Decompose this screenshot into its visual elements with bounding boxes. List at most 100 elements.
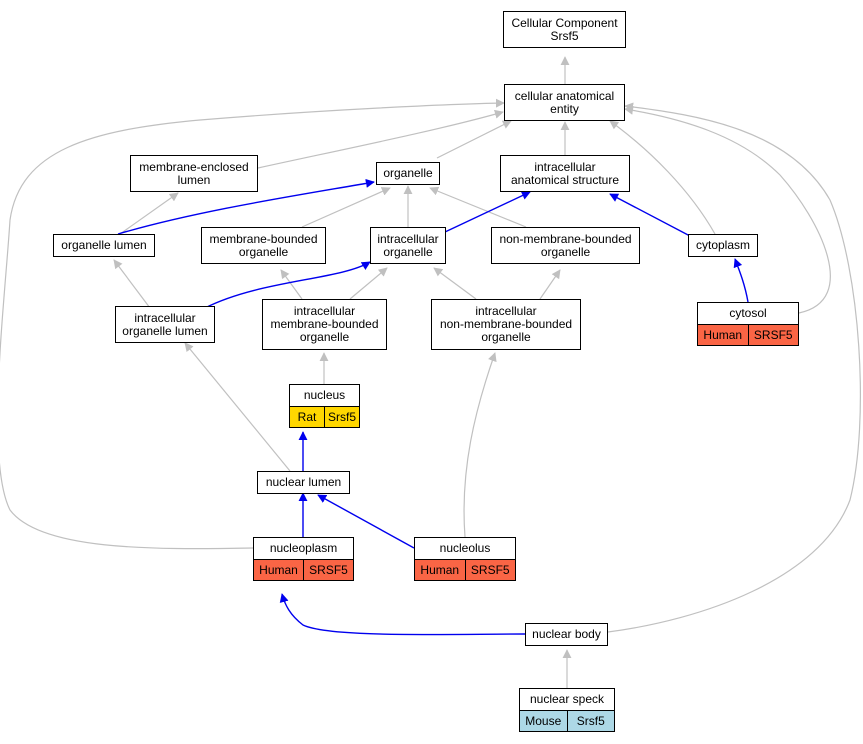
node-nuclear-body[interactable]: nuclear body: [525, 623, 608, 646]
node-line: membrane-enclosed: [139, 159, 249, 174]
node-organelle-lumen[interactable]: organelle lumen: [53, 234, 155, 257]
node-box: nucleoplasm: [253, 537, 354, 560]
gene-cell: SRSF5: [465, 559, 516, 581]
node-membrane-enclosed-lumen[interactable]: membrane-enclosed lumen: [130, 155, 258, 192]
node-line: organelle: [238, 244, 289, 259]
node-nucleus[interactable]: nucleus Rat Srsf5: [289, 384, 360, 429]
gene-cell: Srsf5: [567, 710, 615, 732]
node-line: nuclear lumen: [265, 475, 342, 489]
gene-cell: SRSF5: [304, 559, 354, 581]
annotation-row: Human SRSF5: [697, 324, 799, 346]
species-cell: Human: [253, 559, 304, 581]
node-line: intracellular: [534, 159, 596, 174]
node-cellular-anatomical-entity[interactable]: cellular anatomical entity: [504, 84, 625, 121]
edge-nucleolus-inmbo: [463, 352, 497, 538]
node-nucleoplasm[interactable]: nucleoplasm Human SRSF5: [253, 537, 354, 582]
node-non-membrane-bounded-organelle[interactable]: non-membrane-bounded organelle: [491, 227, 640, 264]
edge-orgl-org: [117, 178, 375, 235]
annotation-row: Rat Srsf5: [289, 406, 360, 428]
edge-cyto-ias: [609, 193, 691, 237]
node-box: intracellular organelle: [370, 227, 446, 264]
node-cytoplasm[interactable]: cytoplasm: [688, 234, 758, 257]
node-box: cellular anatomical entity: [504, 84, 625, 121]
node-box: nucleolus: [414, 537, 516, 560]
node-line: intracellular: [293, 304, 356, 318]
node-nuclear-speck[interactable]: nuclear speck Mouse Srsf5: [519, 688, 615, 733]
node-line: Srsf5: [550, 28, 579, 43]
edge-io-ias: [444, 191, 531, 233]
edge-cytosol-cae: [624, 105, 831, 314]
node-box: cytosol: [697, 302, 799, 325]
edge-iol-io: [204, 261, 371, 309]
node-line: cytosol: [729, 306, 767, 320]
node-cytosol[interactable]: cytosol Human SRSF5: [697, 302, 799, 347]
gene-cell: SRSF5: [748, 324, 799, 346]
node-line: membrane-bounded: [270, 317, 379, 331]
node-box: nuclear speck: [519, 688, 615, 711]
edge-imbo-mbo: [280, 269, 303, 300]
node-intracellular-membrane-bounded-organelle[interactable]: intracellular membrane-bounded organelle: [262, 299, 387, 350]
node-cellular-component[interactable]: Cellular Component Srsf5: [503, 11, 626, 48]
edge-nb-nucleoplasm: [279, 593, 526, 636]
edge-nb-cae: [607, 102, 861, 633]
node-box: non-membrane-bounded organelle: [491, 227, 640, 264]
edge-nl-iol: [184, 342, 291, 472]
edge-mel-cae: [257, 109, 504, 169]
node-line: organelle: [540, 244, 591, 259]
edge-cytosol-cyto: [733, 258, 749, 303]
node-box: intracellular non-membrane-bounded organ…: [431, 299, 581, 350]
node-line: intracellular: [475, 304, 537, 318]
edge-nmbo-org: [429, 186, 527, 228]
species-cell: Rat: [289, 406, 325, 428]
edge-inmbo-nmbo: [539, 269, 561, 300]
node-box: nucleus: [289, 384, 360, 407]
node-line: nucleoplasm: [269, 541, 338, 555]
node-line: Cellular Component: [511, 15, 618, 30]
node-line: cellular anatomical: [514, 88, 615, 103]
node-line: organelle: [299, 330, 350, 344]
edge-cyto-cae: [609, 120, 716, 235]
node-line: organelle: [383, 166, 433, 180]
node-line: intracellular: [377, 231, 439, 246]
annotation-row: Human SRSF5: [253, 559, 354, 581]
species-cell: Human: [414, 559, 466, 581]
gene-cell: Srsf5: [325, 406, 360, 428]
node-box: intracellular membrane-bounded organelle: [262, 299, 387, 350]
node-intracellular-non-membrane-bounded-organelle[interactable]: intracellular non-membrane-bounded organ…: [431, 299, 581, 350]
annotation-row: Mouse Srsf5: [519, 710, 615, 732]
node-line: nuclear speck: [529, 692, 605, 706]
node-box: organelle: [376, 162, 440, 185]
edge-imbo-io: [349, 267, 388, 300]
edge-orgl-mel: [119, 192, 179, 235]
edge-nucleoplasm-cae: [0, 98, 505, 550]
node-box: membrane-enclosed lumen: [130, 155, 258, 192]
node-line: nucleus: [303, 388, 346, 402]
node-nucleolus[interactable]: nucleolus Human SRSF5: [414, 537, 516, 582]
node-box: cytoplasm: [688, 234, 758, 257]
node-line: nucleolus: [439, 541, 491, 555]
node-line: intracellular: [134, 310, 196, 325]
node-line: cytoplasm: [695, 238, 751, 252]
node-organelle[interactable]: organelle: [376, 162, 440, 185]
node-box: organelle lumen: [53, 234, 155, 257]
node-line: membrane-bounded: [209, 231, 318, 246]
species-cell: Human: [697, 324, 749, 346]
node-line: entity: [550, 101, 579, 116]
node-membrane-bounded-organelle[interactable]: membrane-bounded organelle: [201, 227, 326, 264]
node-intracellular-organelle[interactable]: intracellular organelle: [370, 227, 446, 264]
edge-mbo-org: [301, 187, 391, 228]
node-line: organelle: [383, 244, 433, 259]
node-intracellular-organelle-lumen[interactable]: intracellular organelle lumen: [115, 306, 215, 343]
node-box: membrane-bounded organelle: [201, 227, 326, 264]
node-box: intracellular organelle lumen: [115, 306, 215, 343]
node-box: nuclear lumen: [257, 471, 350, 494]
node-intracellular-anatomical-structure[interactable]: intracellular anatomical structure: [500, 155, 630, 192]
node-box: nuclear body: [525, 623, 608, 646]
node-line: non-membrane-bounded: [499, 231, 632, 246]
edge-org-cae: [436, 120, 512, 159]
edge-nucleolus-nl: [317, 494, 415, 549]
node-nuclear-lumen[interactable]: nuclear lumen: [257, 471, 350, 494]
annotation-row: Human SRSF5: [414, 559, 516, 581]
